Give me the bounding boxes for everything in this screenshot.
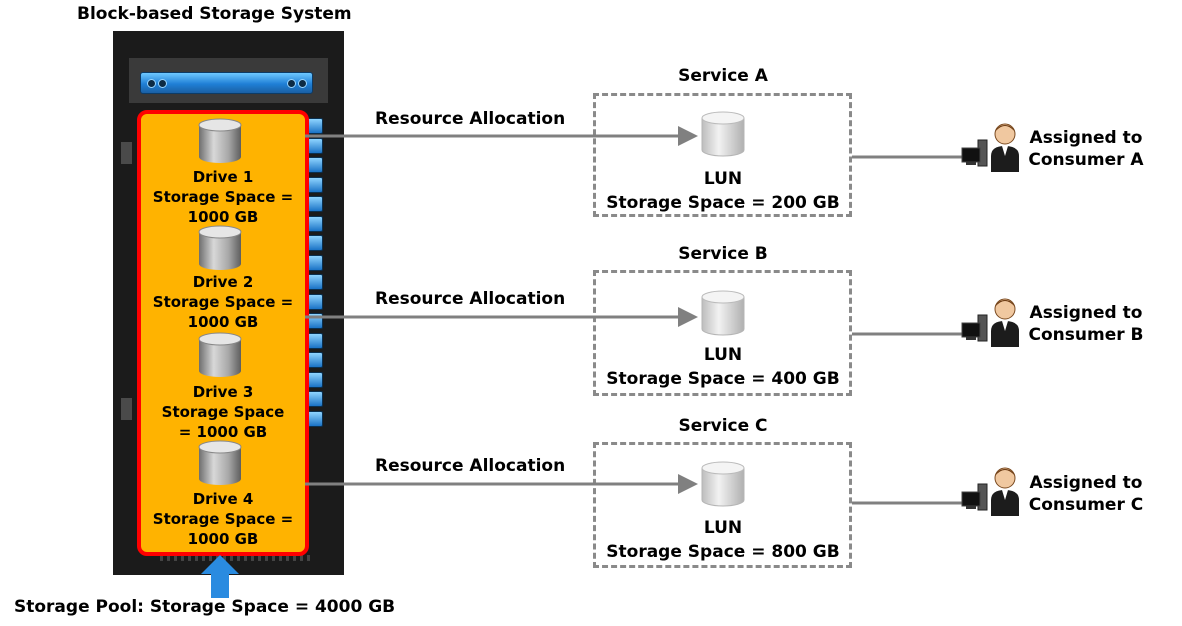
service-b-title: Service B [678,244,768,264]
rack-vent [181,555,184,561]
drive-4-icon [198,440,242,485]
rack-vent [300,555,303,561]
rack-led-icon [287,79,296,88]
lun-b-icon [701,290,745,336]
system-title: Block-based Storage System [77,4,352,24]
rack-led-icon [298,79,307,88]
rack-vent [174,555,177,561]
resource-allocation-label-b: Resource Allocation [375,289,566,309]
rack-vent [279,555,282,561]
resource-allocation-label-a: Resource Allocation [375,109,566,129]
service-c-title: Service C [678,416,768,436]
allocation-arrow-c [305,474,698,494]
drive-3-icon [198,332,242,377]
service-b-box [593,270,852,396]
rack-vent [237,555,240,561]
rack-vent [202,555,205,561]
rack-led-icon [147,79,156,88]
lun-a-icon [701,111,745,157]
rack-vent [258,555,261,561]
allocation-arrow-b [305,307,698,327]
consumer-c-icon [961,467,1019,516]
rack-vent [167,555,170,561]
rack-vent [286,555,289,561]
rack-vent [265,555,268,561]
service-a-box [593,93,852,217]
rack-vent [223,555,226,561]
rack-vent [272,555,275,561]
rack-vent [251,555,254,561]
rack-vent [244,555,247,561]
rack-vent [293,555,296,561]
consumer-b-icon [961,298,1019,347]
rack-vent [160,555,163,561]
storage-pool-label: Storage Pool: Storage Space = 4000 GB [14,597,396,617]
consumer-a-icon [961,123,1019,172]
rack-handle [121,142,132,164]
rack-vent [188,555,191,561]
service-c-box [593,442,852,568]
rack-front-panel [140,72,313,94]
drive-2-icon [198,225,242,270]
rack-vent [307,555,310,561]
resource-allocation-label-c: Resource Allocation [375,456,566,476]
rack-vent [195,555,198,561]
rack-led-icon [158,79,167,88]
rack-vent [209,555,212,561]
service-a-title: Service A [678,66,768,86]
rack-handle [121,398,132,420]
lun-c-icon [701,461,745,507]
allocation-arrow-a [305,126,698,146]
pool-arrow-icon [201,555,239,598]
drive-1-icon [198,118,242,163]
rack-vent [230,555,233,561]
